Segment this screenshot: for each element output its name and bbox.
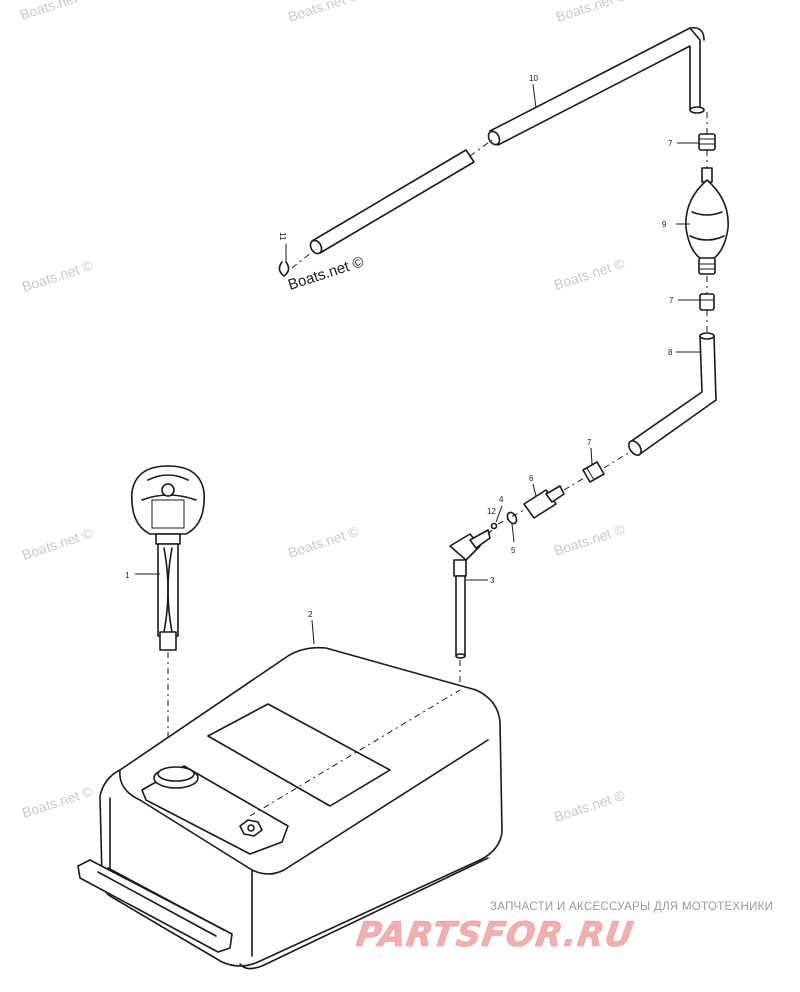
hose-part-10: [309, 26, 705, 255]
watermark: Boats.net ©: [20, 525, 95, 563]
hose-part-8: [628, 310, 717, 456]
callout-4: 4: [499, 495, 504, 504]
watermark: Boats.net ©: [554, 0, 629, 25]
primer-bulb-part-9: [685, 150, 729, 275]
pickup-tube-part-3: [449, 529, 493, 690]
watermark: Boats.net ©: [20, 257, 95, 295]
callout-10: 10: [529, 74, 538, 83]
watermark: Boats.net ©: [18, 0, 93, 23]
clamp-part-11: [278, 251, 313, 277]
callout-5: 5: [511, 546, 516, 555]
fuel-tank-part-2: [77, 646, 503, 970]
watermark: Boats.net ©: [552, 521, 627, 559]
callout-2: 2: [308, 610, 313, 619]
callout-7-top: 7: [668, 139, 673, 148]
brand-block: ЗАПЧАСТИ И АКСЕССУАРЫ ДЛЯ МОТОТЕХНИКИ PA…: [353, 901, 773, 955]
callout-9: 9: [662, 220, 667, 229]
callout-labels: 1 2 3 4 5 6 7 7 7 8 9 10 11 12: [125, 74, 674, 619]
fitting-part-7-top: [698, 112, 716, 151]
watermark: Boats.net ©: [286, 0, 361, 25]
callout-1: 1: [125, 571, 130, 580]
callout-7-lower: 7: [587, 438, 592, 447]
watermark: Boats.net ©: [552, 787, 627, 825]
watermark: Boats.net ©: [552, 255, 627, 293]
callout-11: 11: [278, 232, 287, 241]
brand-logo: PARTSFOR.RU: [354, 915, 637, 955]
fitting-part-7-middle: [699, 276, 715, 311]
fuel-gauge-part-1: [131, 465, 205, 770]
callout-7-middle: 7: [669, 296, 674, 305]
callout-8: 8: [668, 348, 673, 357]
connector-part-6: [523, 477, 585, 519]
watermark: Boats.net ©: [286, 523, 361, 561]
center-watermark: Boats.net ©: [286, 253, 366, 293]
leader-lines: [135, 83, 700, 645]
fitting-part-7-lower: [582, 451, 631, 483]
watermark: Boats.net ©: [20, 783, 95, 821]
callout-3: 3: [490, 576, 495, 585]
callout-6: 6: [529, 474, 534, 483]
callout-12: 12: [487, 507, 496, 516]
seals-parts-4-5-12: [490, 509, 525, 530]
brand-subtitle: ЗАПЧАСТИ И АКСЕССУАРЫ ДЛЯ МОТОТЕХНИКИ: [490, 901, 773, 913]
